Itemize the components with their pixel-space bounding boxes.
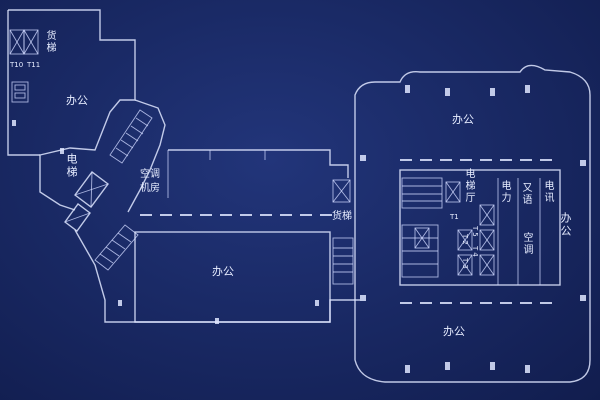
- office-right-bottom-label: 办公: [443, 325, 465, 338]
- center-office-room: [134, 231, 331, 323]
- stair-block: [11, 81, 29, 103]
- left-elevator-bank: [64, 171, 109, 232]
- elevator-left-label: 电梯: [65, 153, 78, 179]
- core-telecom-label: 电讯: [542, 180, 553, 204]
- office-top-left-label: 办公: [66, 94, 88, 107]
- tower-core: [399, 169, 561, 286]
- t3-label: T3: [461, 258, 469, 271]
- core-electric-label: 电力: [499, 180, 510, 204]
- left-wing-outline: [8, 9, 136, 211]
- core-elevator-label: 电梯厅: [463, 168, 474, 204]
- tower-columns: [12, 85, 586, 373]
- lift-shaft: [23, 29, 39, 55]
- t1-label: T1: [450, 213, 459, 221]
- t2-label: T2: [461, 234, 469, 247]
- office-right-top-label: 办公: [452, 113, 474, 126]
- freight-lift-left-label: 货梯: [44, 30, 55, 54]
- office-right-side-label: 办公: [559, 212, 572, 238]
- t4-label: T4: [471, 246, 479, 259]
- core-ac-label: 空调: [521, 232, 532, 256]
- lower-left-stair: [94, 224, 139, 271]
- ac-room-label: 空调机房: [140, 169, 160, 194]
- t10-label: T10: [10, 61, 24, 69]
- corridor-north-wall: [168, 149, 349, 178]
- freight-lift-center-label: 货梯: [332, 211, 352, 222]
- left-wing-west-wall: [7, 10, 40, 156]
- core-voice-label: 又语: [520, 182, 531, 206]
- t5-label: T5: [471, 226, 479, 239]
- office-center-label: 办公: [212, 265, 234, 278]
- center-freight-lift: [332, 179, 354, 285]
- t11-label: T11: [27, 61, 41, 69]
- diagonal-stair: [109, 109, 153, 164]
- right-tower-outline: [354, 64, 591, 383]
- left-wing-diagonal-wall: [127, 99, 166, 213]
